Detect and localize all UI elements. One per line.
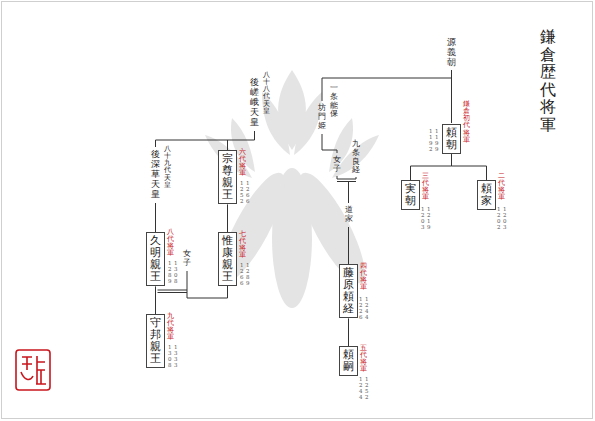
shogun-rank: 七代将軍 [239, 231, 246, 260]
shogun-name: 藤原頼経 [343, 267, 354, 315]
shogun-name: 惟康親王 [222, 235, 233, 283]
shogun-rank: 八代将軍 [167, 229, 174, 258]
year-note: 1192 [429, 128, 435, 152]
year-note: 1289 [168, 260, 174, 284]
shogun-name: 頼家 [481, 183, 492, 207]
shogun-rank: 五代将軍 [360, 345, 367, 374]
lineage-connector [155, 286, 156, 314]
shogun-box: 宗尊親王六代将軍 [218, 150, 237, 204]
shogun-box: 頼朝鎌倉初代将軍 [442, 124, 461, 154]
shogun-name: 久明親王 [150, 235, 161, 283]
shogun-rank: 鎌倉初代将軍 [463, 101, 470, 144]
lineage-connector [348, 318, 349, 346]
person-name: 一条能保 [330, 84, 338, 119]
chart-title: 鎌倉歴代将軍 [540, 28, 556, 134]
shogun-box: 実朝三代将軍 [401, 180, 420, 210]
lineage-lines [156, 70, 452, 298]
shogun-rank: 四代将軍 [360, 263, 367, 292]
shogun-name: 宗尊親王 [222, 153, 233, 201]
shogun-box: 久明親王八代将軍 [146, 232, 165, 286]
year-note: 1226 [359, 296, 365, 320]
year-note: 1252 [240, 180, 246, 204]
shogun-rank: 二代将軍 [498, 173, 505, 202]
year-note: 1244 [365, 296, 371, 320]
shogun-rank: 三代将軍 [422, 173, 429, 202]
person-name: 女子 [183, 250, 191, 268]
year-note: 1199 [435, 128, 441, 152]
year-note: 1203 [421, 206, 427, 230]
person-name: 源義朝 [447, 38, 456, 68]
person-name: 八十九代天皇 [164, 146, 171, 189]
year-note: 1266 [240, 262, 246, 286]
year-note: 1266 [246, 180, 252, 204]
lineage-connector [227, 204, 228, 232]
year-note: 1308 [168, 344, 174, 368]
year-note: 1308 [174, 260, 180, 284]
person-name: 女子 [333, 156, 341, 174]
shogun-rank: 九代将軍 [167, 313, 174, 342]
seal-stamp [16, 350, 50, 390]
year-note: 1244 [359, 376, 365, 400]
shogun-box: 惟康親王七代将軍 [218, 232, 237, 286]
year-note: 1219 [427, 206, 433, 230]
person-name: 九条良経 [352, 140, 360, 175]
year-note: 1289 [246, 262, 252, 286]
year-note: 1333 [174, 344, 180, 368]
shogun-name: 実朝 [405, 183, 416, 207]
shogun-box: 頼家二代将軍 [477, 180, 496, 210]
person-name: 後嵯峨天皇 [250, 78, 259, 127]
year-note: 1203 [503, 206, 509, 230]
person-name: 道家 [345, 206, 353, 224]
lineage-connector [452, 154, 487, 180]
shogun-name: 守邦親王 [150, 317, 161, 365]
lineage-connector [411, 154, 452, 180]
shogun-rank: 六代将軍 [239, 149, 246, 178]
person-name: 八十八代天皇 [263, 72, 270, 115]
shogun-name: 頼嗣 [343, 349, 354, 373]
year-note: 1202 [497, 206, 503, 230]
person-name: 坊門姫 [318, 104, 326, 130]
shogun-box: 頼嗣五代将軍 [339, 346, 358, 376]
shogun-name: 頼朝 [446, 127, 457, 151]
shogun-box: 守邦親王九代将軍 [146, 314, 165, 368]
person-name: 後深草天皇 [151, 150, 160, 199]
shogun-box: 藤原頼経四代将軍 [339, 264, 358, 318]
year-note: 1252 [365, 376, 371, 400]
